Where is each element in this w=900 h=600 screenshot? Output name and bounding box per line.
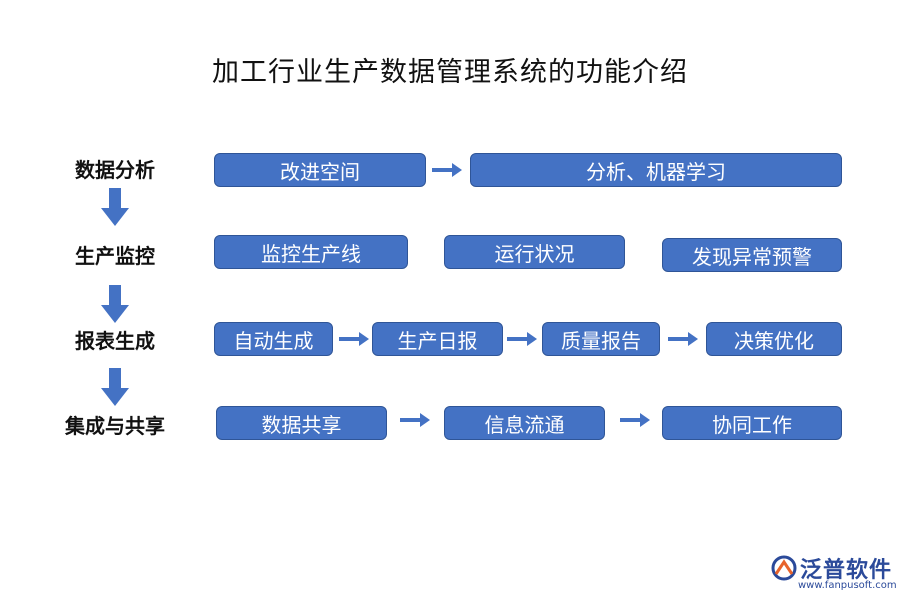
right-arrow-icon (400, 413, 430, 427)
box-auto-generate: 自动生成 (214, 322, 333, 356)
box-collaborative-work: 协同工作 (662, 406, 842, 440)
box-monitor-production-line: 监控生产线 (214, 235, 408, 269)
box-analysis-machine-learning: 分析、机器学习 (470, 153, 842, 187)
right-arrow-icon (339, 332, 369, 346)
box-decision-optimization: 决策优化 (706, 322, 842, 356)
right-arrow-icon (668, 332, 698, 346)
page-title: 加工行业生产数据管理系统的功能介绍 (212, 57, 688, 88)
down-arrow-icon (101, 368, 129, 406)
brand-name: 泛普软件 (800, 558, 893, 583)
stage-label-data-analysis: 数据分析 (75, 158, 155, 182)
box-anomaly-warning: 发现异常预警 (662, 238, 842, 272)
right-arrow-icon (507, 332, 537, 346)
box-information-flow: 信息流通 (444, 406, 605, 440)
box-operation-status: 运行状况 (444, 235, 625, 269)
right-arrow-icon (620, 413, 650, 427)
box-quality-report: 质量报告 (542, 322, 660, 356)
stage-label-integration-sharing: 集成与共享 (65, 414, 165, 438)
box-improvement-space: 改进空间 (214, 153, 426, 187)
down-arrow-icon (101, 285, 129, 323)
brand-url: www.fanpusoft.com (798, 580, 897, 591)
right-arrow-icon (432, 163, 462, 177)
box-data-sharing: 数据共享 (216, 406, 387, 440)
down-arrow-icon (101, 188, 129, 226)
stage-label-report-generation: 报表生成 (75, 329, 155, 353)
box-production-daily-report: 生产日报 (372, 322, 503, 356)
fanpu-logo-icon (771, 555, 797, 581)
stage-label-production-monitoring: 生产监控 (75, 244, 155, 268)
